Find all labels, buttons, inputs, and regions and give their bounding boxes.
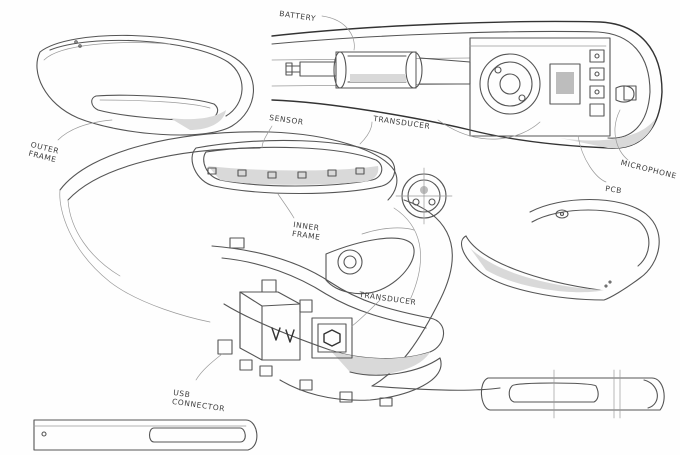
enclosure-assembly-sketch <box>271 15 663 183</box>
right-band-sketch <box>460 198 660 301</box>
outer-frame-sketch <box>36 34 254 136</box>
label-inner-frame: INNER FRAME <box>291 220 322 242</box>
main-band-sketch <box>57 119 501 391</box>
transducer-disc-sketch <box>395 167 453 225</box>
band-top-view-right-sketch <box>480 369 665 419</box>
inner-frame-chain-sketch <box>195 227 445 407</box>
band-top-view-left-sketch <box>33 419 258 451</box>
